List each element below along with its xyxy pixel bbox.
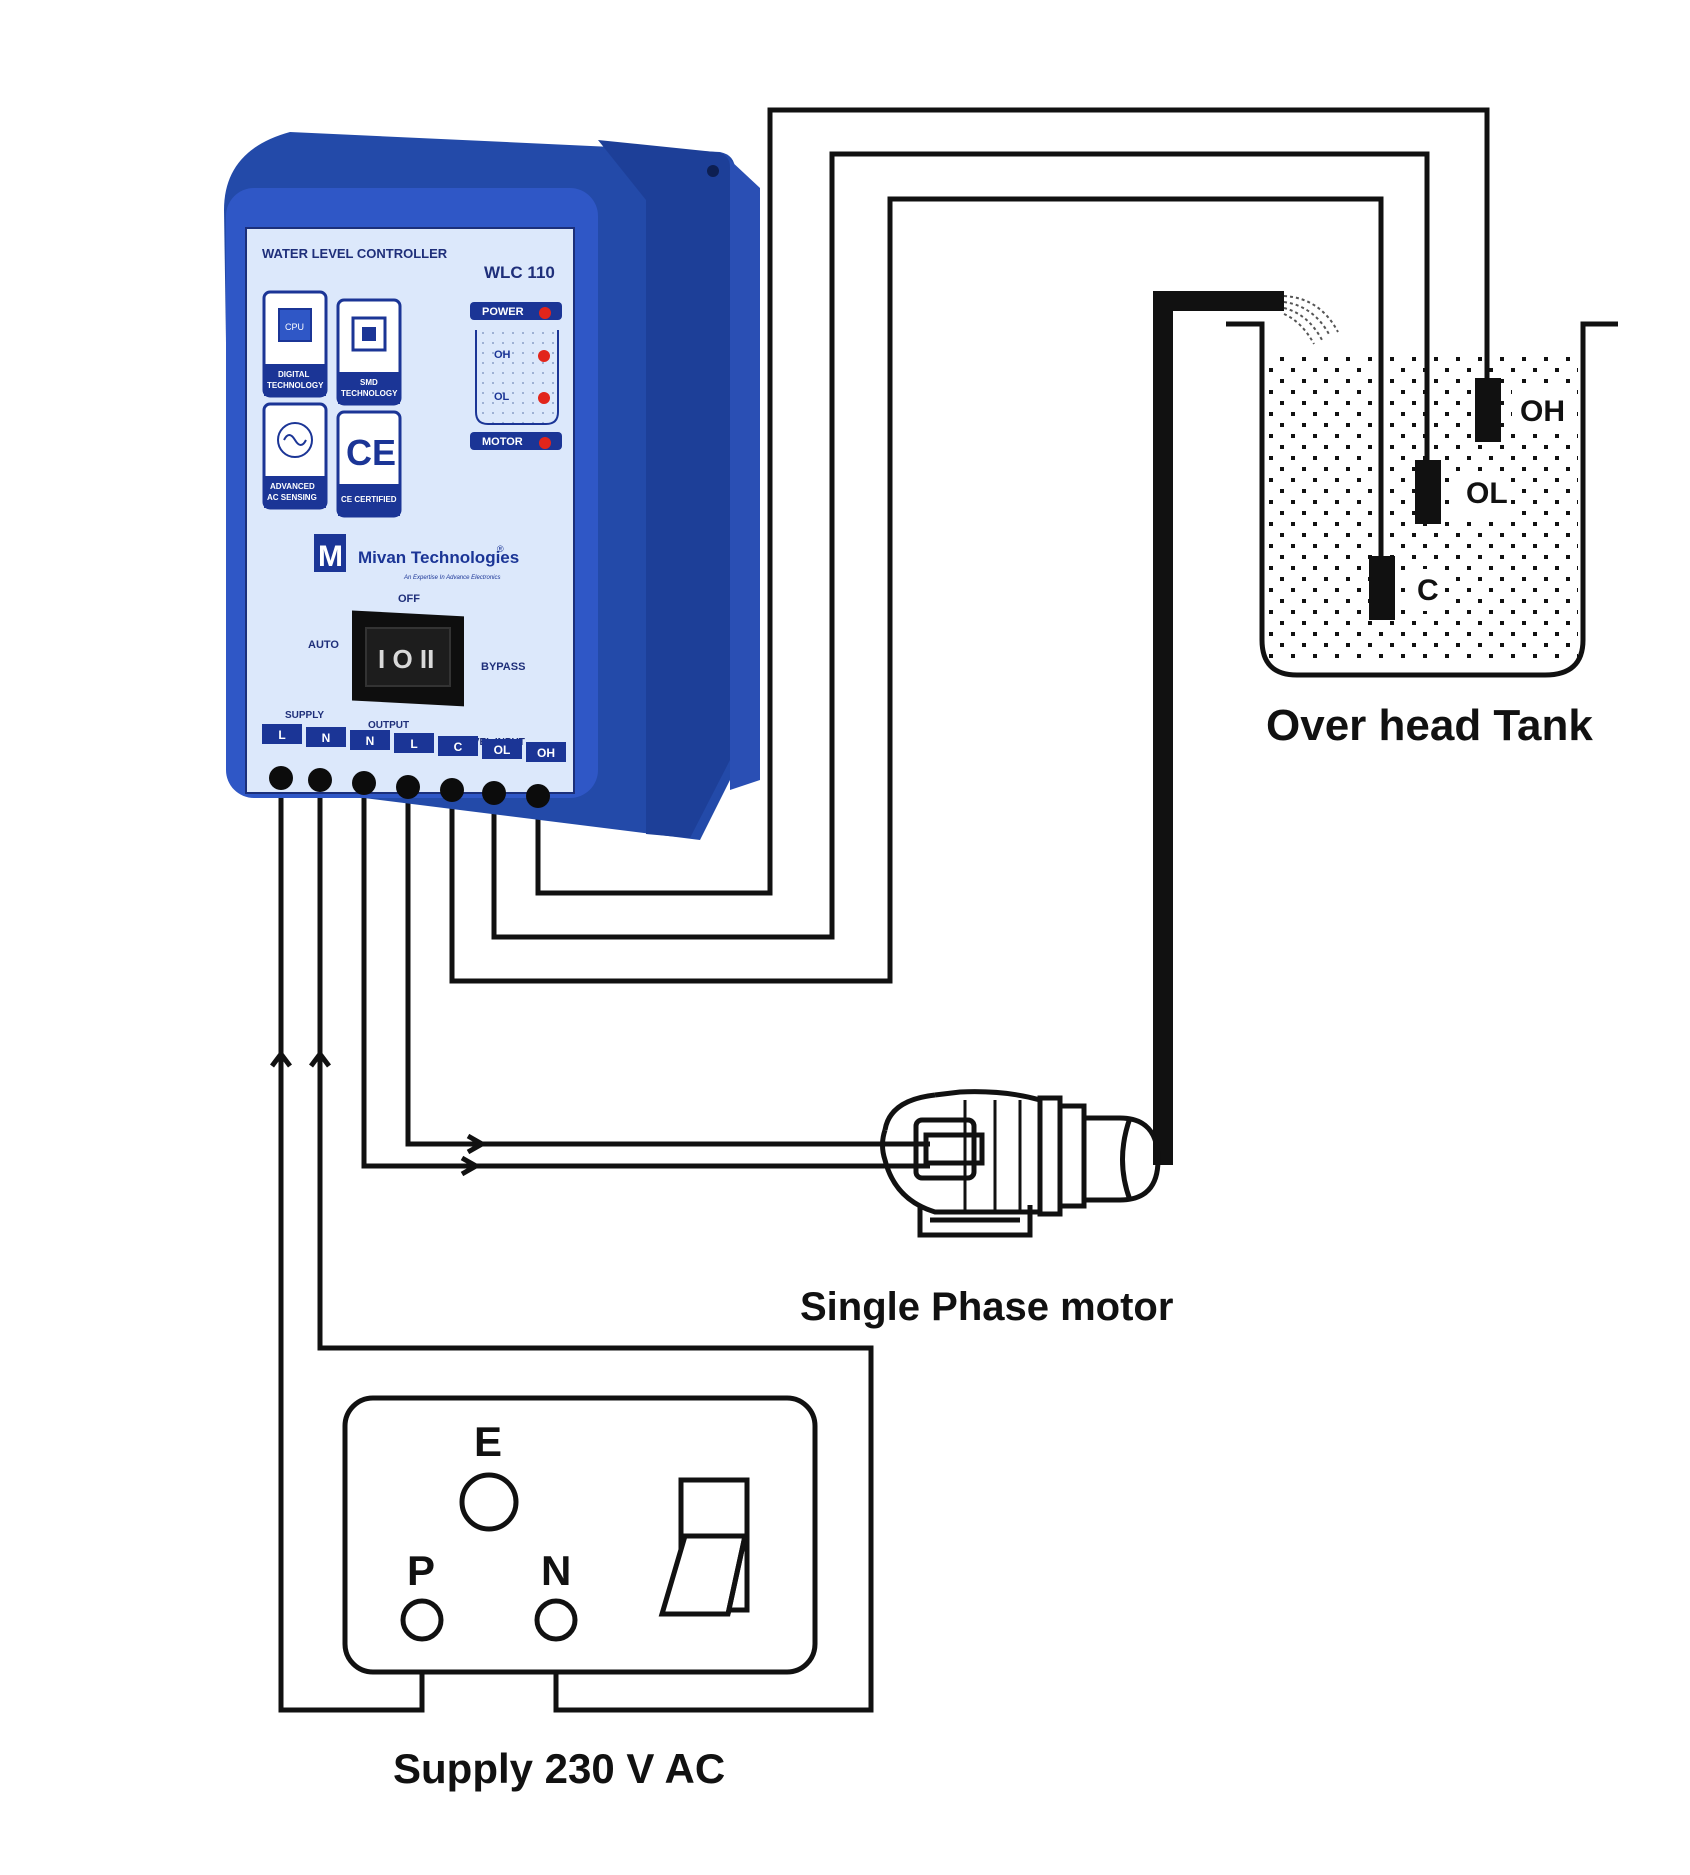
terminal-screw-level-ol-icon[interactable] bbox=[482, 781, 506, 805]
svg-text:ADVANCED: ADVANCED bbox=[270, 482, 315, 491]
terminal-screw-level-oh-icon[interactable] bbox=[526, 784, 550, 808]
probe-label-c: C bbox=[1417, 574, 1439, 607]
svg-text:CPU: CPU bbox=[285, 322, 304, 332]
brand-tagline: An Expertise In Advance Electronics bbox=[403, 575, 501, 581]
probe-c-icon bbox=[1369, 556, 1395, 620]
terminal-label-supply-l: L bbox=[262, 724, 302, 744]
svg-text:DIGITAL: DIGITAL bbox=[278, 370, 310, 379]
terminal-label-bar: L N N L C OL OH bbox=[262, 724, 566, 762]
terminal-label-level-oh: OH bbox=[526, 742, 566, 762]
supply-socket: E P N bbox=[342, 1395, 818, 1675]
probe-oh-icon bbox=[1475, 378, 1501, 442]
neutral-pin-icon bbox=[534, 1598, 578, 1642]
wire-supply-n bbox=[317, 778, 874, 1713]
wire-output-n bbox=[361, 780, 930, 1169]
oh-indicator-label: OH bbox=[494, 349, 511, 361]
level-input-wires bbox=[449, 107, 1490, 984]
arrow-out-n bbox=[460, 1155, 482, 1177]
smd-technology-badge: SMD TECHNOLOGY bbox=[336, 298, 402, 406]
svg-text:AC SENSING: AC SENSING bbox=[267, 493, 317, 502]
switch-symbols: I O II bbox=[378, 644, 434, 674]
supply-wires bbox=[270, 778, 874, 1713]
terminal-text-supply-l: L bbox=[278, 728, 285, 742]
group-output-label: OUTPUT bbox=[368, 720, 409, 731]
switch-bypass-label: BYPASS bbox=[481, 661, 525, 673]
terminal-label-output-l: L bbox=[394, 733, 434, 753]
wire-oh bbox=[535, 107, 1490, 896]
socket-switch-icon bbox=[658, 1477, 750, 1617]
motor-indicator-label: MOTOR bbox=[482, 436, 523, 448]
terminal-label-level-c: C bbox=[438, 736, 478, 756]
terminal-label-supply-n: N bbox=[306, 727, 346, 747]
digital-technology-badge: CPU DIGITAL TECHNOLOGY bbox=[262, 290, 328, 398]
terminal-text-level-ol: OL bbox=[494, 743, 511, 757]
neutral-label: N bbox=[541, 1547, 571, 1594]
ol-led-icon bbox=[538, 392, 550, 404]
switch-auto-label: AUTO bbox=[308, 639, 339, 651]
wire-output-l bbox=[405, 780, 930, 1147]
terminal-text-level-oh: OH bbox=[537, 746, 555, 760]
terminal-text-output-n: N bbox=[366, 734, 375, 748]
output-wires bbox=[361, 780, 930, 1177]
earth-label: E bbox=[474, 1418, 502, 1465]
brand-logo: M bbox=[314, 534, 346, 573]
controller-model: WLC 110 bbox=[484, 263, 555, 282]
terminal-screw-supply-n-icon[interactable] bbox=[308, 768, 332, 792]
brand-name: Mivan Technologies bbox=[358, 548, 519, 567]
svg-text:CE CERTIFIED: CE CERTIFIED bbox=[341, 495, 397, 504]
terminal-screw-level-c-icon[interactable] bbox=[440, 778, 464, 802]
arrow-n-up bbox=[309, 1049, 331, 1068]
terminal-text-output-l: L bbox=[410, 737, 417, 751]
motor-led-icon bbox=[539, 437, 551, 449]
sine-wave-icon bbox=[277, 422, 313, 458]
arrow-out-l bbox=[466, 1133, 488, 1155]
power-led-icon bbox=[539, 307, 551, 319]
ce-mark-icon: CE bbox=[346, 432, 396, 473]
probe-ol-icon bbox=[1415, 460, 1441, 524]
smd-chip-icon bbox=[351, 316, 387, 352]
probe-label-oh: OH bbox=[1520, 395, 1565, 428]
ol-indicator-label: OL bbox=[494, 391, 510, 403]
ce-certified-badge: CE CE CERTIFIED bbox=[336, 410, 402, 518]
wire-supply-l bbox=[278, 778, 425, 1713]
phase-label: P bbox=[407, 1547, 435, 1594]
phase-pin-icon bbox=[400, 1598, 444, 1642]
terminal-label-output-n: N bbox=[350, 730, 390, 750]
terminal-screws bbox=[269, 766, 550, 808]
probe-label-ol: OL bbox=[1466, 477, 1508, 510]
terminal-text-level-c: C bbox=[454, 740, 463, 754]
svg-text:TECHNOLOGY: TECHNOLOGY bbox=[267, 381, 324, 390]
controller-unit: WATER LEVEL CONTROLLER WLC 110 CPU DIGIT… bbox=[224, 132, 760, 840]
wire-c bbox=[449, 196, 1384, 984]
cpu-chip-icon bbox=[278, 308, 312, 342]
terminal-screw-output-n-icon[interactable] bbox=[352, 771, 376, 795]
delivery-pipe bbox=[1153, 291, 1339, 1165]
mode-rocker-switch[interactable]: I O II bbox=[352, 610, 464, 707]
terminal-text-supply-n: N bbox=[322, 731, 331, 745]
earth-pin-icon bbox=[459, 1472, 519, 1532]
switch-off-label: OFF bbox=[398, 593, 420, 605]
motor-icon bbox=[880, 1089, 1161, 1238]
wire-ol bbox=[491, 151, 1430, 940]
terminal-screw-output-l-icon[interactable] bbox=[396, 775, 420, 799]
oh-led-icon bbox=[538, 350, 550, 362]
ac-sensing-badge: ADVANCED AC SENSING bbox=[262, 402, 328, 510]
tank-label: Over head Tank bbox=[1266, 701, 1593, 750]
power-indicator-label: POWER bbox=[482, 306, 524, 318]
svg-text:SMD: SMD bbox=[360, 378, 378, 387]
controller-title: WATER LEVEL CONTROLLER bbox=[262, 246, 448, 261]
motor-label: Single Phase motor bbox=[800, 1285, 1173, 1329]
terminal-screw-supply-l-icon[interactable] bbox=[269, 766, 293, 790]
svg-text:TECHNOLOGY: TECHNOLOGY bbox=[341, 389, 398, 398]
brand-logo-icon: M bbox=[318, 540, 343, 573]
indicator-panel: POWER OH OL MOTOR bbox=[470, 302, 562, 450]
supply-label: Supply 230 V AC bbox=[393, 1745, 725, 1792]
arrow-l-up bbox=[270, 1049, 292, 1068]
group-supply-label: SUPPLY bbox=[285, 710, 324, 721]
brand-registered: ® bbox=[497, 544, 504, 554]
terminal-label-level-ol: OL bbox=[482, 739, 522, 759]
overhead-tank: OH OL C Over head Tank bbox=[1226, 321, 1618, 750]
